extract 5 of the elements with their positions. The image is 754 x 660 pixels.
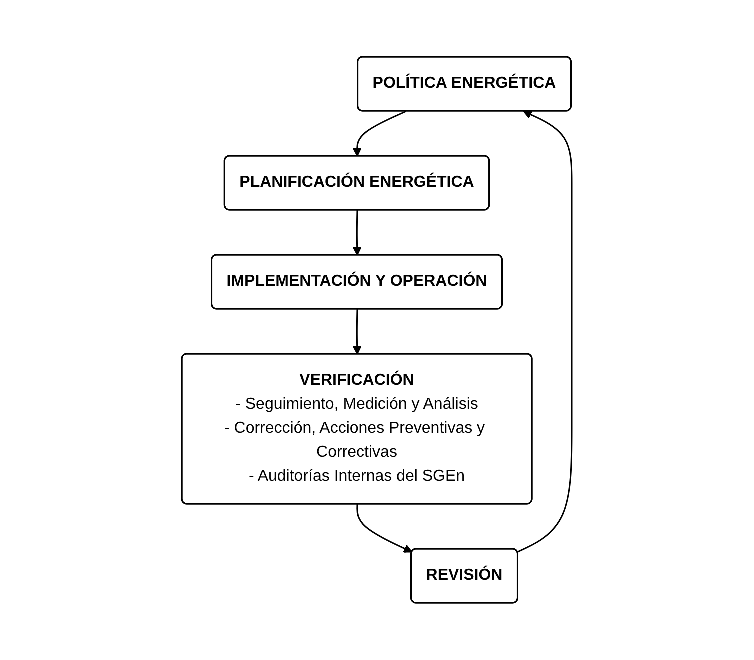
arrow: [356, 504, 413, 553]
arrow: [352, 309, 362, 355]
arrow: [517, 110, 573, 553]
arrow: [352, 210, 362, 256]
arrow: [352, 110, 407, 157]
